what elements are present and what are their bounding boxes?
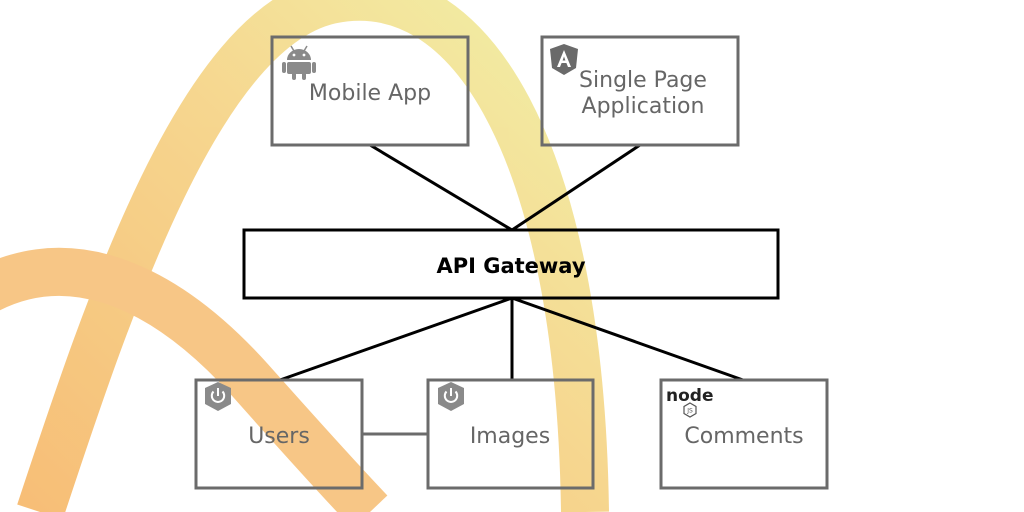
spa-box: [540, 35, 740, 147]
api-gateway-label: API Gateway: [436, 254, 585, 278]
images-label: Images: [470, 424, 550, 449]
decorative-swoosh: [0, 0, 609, 512]
nodejs-icon: node JS: [666, 386, 713, 418]
comments-label: Comments: [684, 424, 803, 449]
comments-box: [659, 378, 829, 490]
images-box: [426, 378, 595, 490]
connection-lines: [279, 143, 744, 436]
spa-label-line-1: Single Page: [579, 68, 707, 93]
mobile-app-box: [270, 35, 470, 147]
edge-gateway-to-comments: [511, 296, 744, 382]
comments-node: node JS Comments: [659, 378, 829, 490]
spring-power-icon: [438, 382, 464, 411]
images-node: Images: [426, 378, 595, 490]
api-gateway-node: API Gateway: [242, 228, 780, 300]
spa-node: Single Page Application: [540, 35, 740, 147]
nodejs-logo-text: node: [666, 386, 713, 406]
mobile-app-node: Mobile App: [270, 35, 470, 147]
users-label: Users: [248, 424, 310, 449]
api-gateway-box: [242, 228, 780, 300]
edge-mobile-to-gateway: [369, 143, 513, 232]
spring-power-icon: [205, 382, 231, 411]
users-node: Users: [194, 378, 364, 490]
mobile-app-label: Mobile App: [309, 81, 431, 106]
android-icon: [282, 45, 316, 80]
spa-label-line-2: Application: [582, 94, 705, 119]
svg-text:JS: JS: [686, 408, 693, 415]
angular-icon: [550, 44, 578, 75]
edge-gateway-to-users: [279, 296, 513, 382]
users-box: [194, 378, 364, 490]
edge-spa-to-gateway: [511, 143, 641, 232]
